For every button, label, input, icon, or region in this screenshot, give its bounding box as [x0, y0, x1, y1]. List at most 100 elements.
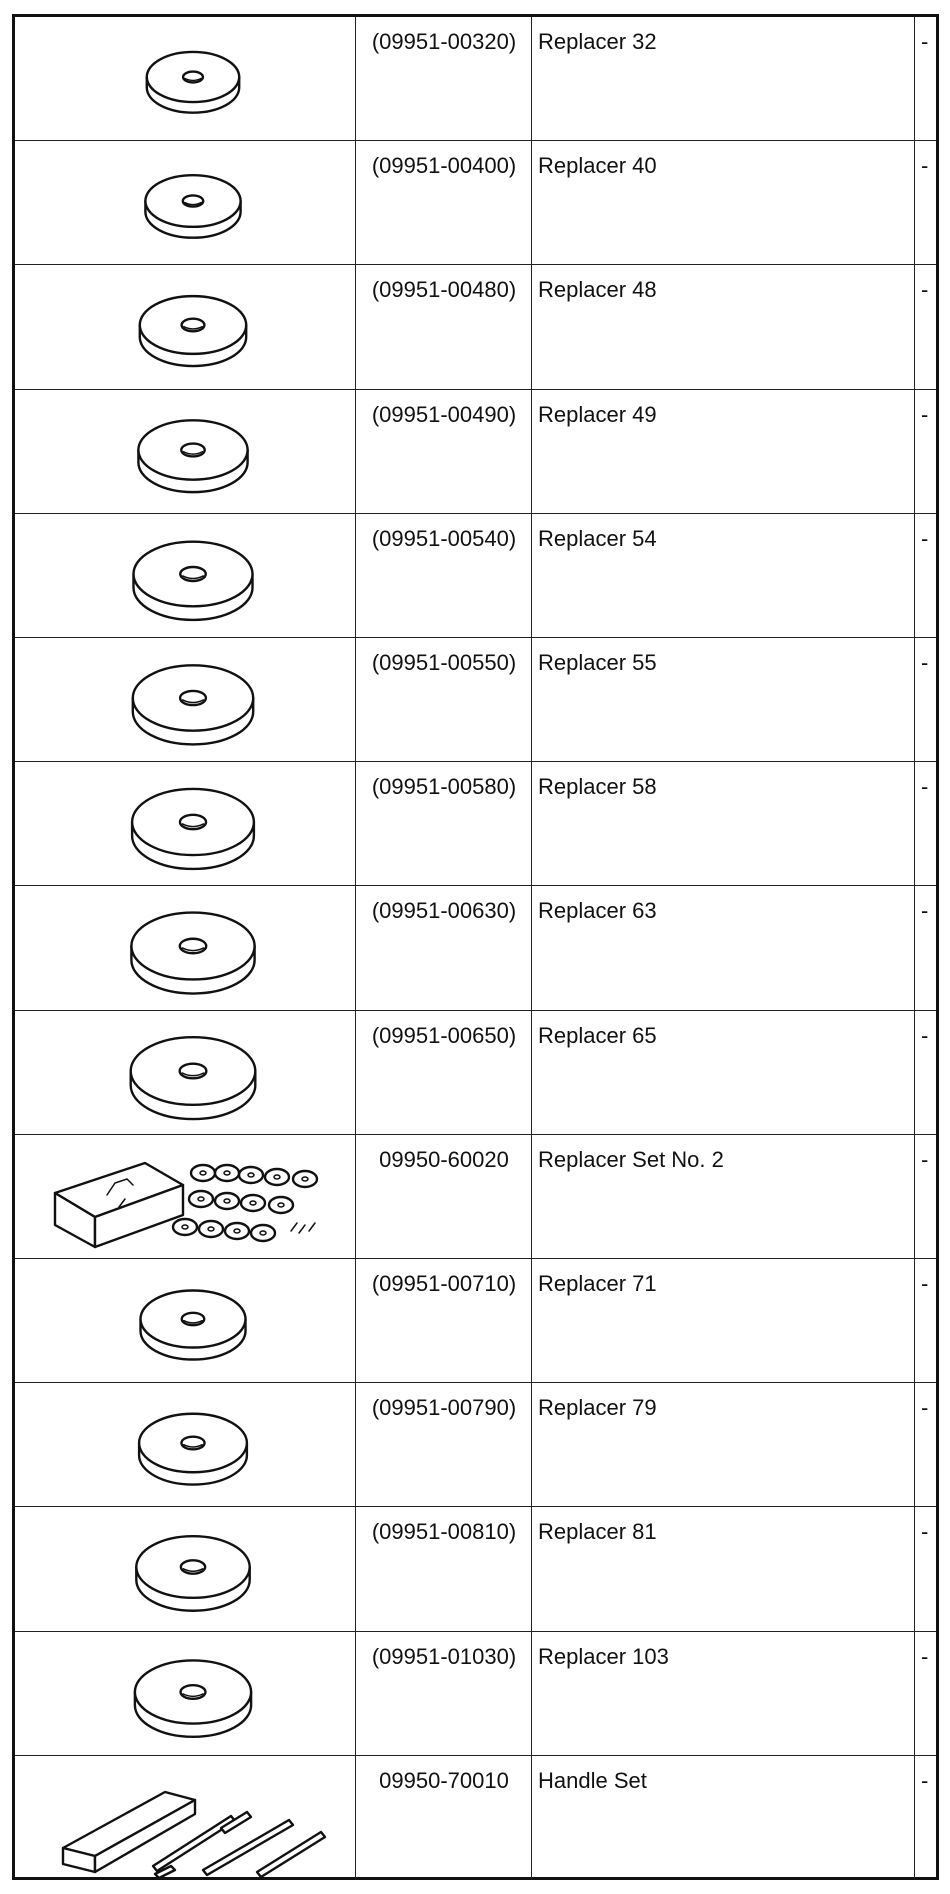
- tool-illustration: [130, 911, 256, 996]
- table-row: (09951-00490) Replacer 49 -: [15, 389, 936, 514]
- replacer-disc-icon: [131, 664, 255, 746]
- part-number: (09951-00550): [371, 650, 517, 675]
- replacer-disc-icon: [138, 295, 248, 368]
- tool-image-cell: [15, 17, 356, 141]
- tool-illustration: [130, 787, 256, 871]
- tool-note: -: [921, 650, 929, 675]
- replacer-disc-icon: [132, 540, 254, 621]
- tool-name: Replacer 79: [538, 1395, 657, 1421]
- table-row: (09951-00580) Replacer 58 -: [15, 762, 936, 887]
- tool-image-cell: [15, 513, 356, 637]
- tool-note: -: [921, 29, 929, 54]
- special-tools-table: (09951-00320) Replacer 32 - (09951-00400) R…: [12, 14, 939, 1880]
- tool-image-cell: [15, 638, 356, 762]
- tool-note: -: [921, 1146, 929, 1172]
- part-number: (09951-00810): [371, 1519, 517, 1545]
- part-number: (09951-01030): [371, 1643, 517, 1669]
- tool-image-cell: [15, 1134, 356, 1258]
- part-number: (09951-00580): [371, 774, 517, 800]
- tool-illustration: [133, 1658, 253, 1738]
- tool-image-cell: [15, 1755, 356, 1880]
- tool-note: -: [921, 774, 929, 800]
- tool-image-cell: [15, 1010, 356, 1134]
- tool-illustration: [139, 1289, 247, 1361]
- tool-name: Replacer 55: [538, 650, 657, 675]
- replacer-set-case-icon: [53, 1161, 319, 1248]
- table-row: (09951-00480) Replacer 48 -: [15, 265, 936, 390]
- tool-note: -: [921, 401, 929, 427]
- part-number: (09951-00400): [371, 153, 517, 179]
- tool-illustration: [61, 1790, 327, 1879]
- replacer-disc-icon: [133, 1658, 253, 1738]
- tool-name: Replacer 32: [538, 29, 657, 54]
- part-number: (09951-00790): [371, 1395, 517, 1421]
- replacer-disc-icon: [144, 174, 242, 240]
- table-row: (09951-00650) Replacer 65 -: [15, 1010, 936, 1135]
- table-row: (09951-00810) Replacer 81 -: [15, 1507, 936, 1632]
- tool-illustration: [53, 1161, 319, 1248]
- tool-note: -: [921, 525, 929, 551]
- part-number: 09950-60020: [379, 1146, 509, 1172]
- table-row: (09951-00400)Replacer 40-: [15, 141, 936, 266]
- tool-name: Replacer 71: [538, 1271, 657, 1296]
- tool-name: Handle Set: [538, 1767, 647, 1793]
- part-number: 09950-70010: [379, 1767, 509, 1793]
- tool-name: Replacer 48: [538, 277, 657, 303]
- tool-name: Replacer 40: [538, 153, 657, 179]
- tool-illustration: [131, 664, 255, 746]
- part-number: (09951-00480): [371, 277, 517, 303]
- part-number: (09951-00710): [371, 1271, 517, 1296]
- replacer-disc-icon: [139, 1289, 247, 1361]
- tool-name: Replacer 49: [538, 401, 657, 427]
- tool-image-cell: [15, 762, 356, 886]
- tool-illustration: [137, 418, 249, 493]
- tool-illustration: [144, 174, 242, 240]
- tool-name: Replacer Set No. 2: [538, 1146, 724, 1172]
- tool-illustration: [129, 1035, 257, 1120]
- tool-image-cell: [15, 1631, 356, 1755]
- tool-name: Replacer 65: [538, 1022, 657, 1048]
- tool-note: -: [921, 1022, 929, 1048]
- tool-image-cell: [15, 1383, 356, 1507]
- part-number: (09951-00650): [371, 1022, 517, 1048]
- tool-name: Replacer 54: [538, 525, 657, 551]
- tool-name: Replacer 81: [538, 1519, 657, 1545]
- replacer-disc-icon: [129, 1035, 257, 1120]
- tool-note: -: [921, 898, 929, 924]
- replacer-disc-icon: [145, 50, 241, 114]
- tool-illustration: [135, 1535, 251, 1613]
- tool-name: Replacer 63: [538, 898, 657, 924]
- replacer-disc-icon: [130, 911, 256, 996]
- tool-note: -: [921, 1395, 929, 1421]
- table-row: (09951-00790) Replacer 79 -: [15, 1383, 936, 1508]
- tool-image-cell: [15, 265, 356, 389]
- tool-illustration: [137, 1412, 249, 1486]
- part-number: (09951-00320): [371, 29, 517, 54]
- tool-illustration: [145, 50, 241, 114]
- part-number: (09951-00630): [371, 898, 517, 924]
- replacer-disc-icon: [137, 418, 249, 493]
- tool-note: -: [921, 277, 929, 303]
- table-row: (09951-01030) Replacer 103 -: [15, 1631, 936, 1756]
- tool-image-cell: [15, 389, 356, 513]
- table-row: (09951-00630) Replacer 63 -: [15, 886, 936, 1011]
- tool-name: Replacer 58: [538, 774, 657, 800]
- tool-image-cell: [15, 1259, 356, 1383]
- tool-note: -: [921, 1519, 929, 1545]
- table-row: (09951-00540) Replacer 54 -: [15, 513, 936, 638]
- tool-illustration: [132, 540, 254, 621]
- replacer-disc-icon: [135, 1535, 251, 1613]
- replacer-disc-icon: [137, 1412, 249, 1486]
- tool-name: Replacer 103: [538, 1643, 669, 1669]
- tool-illustration: [138, 295, 248, 368]
- table-row: (09951-00710) Replacer 71 -: [15, 1259, 936, 1384]
- tool-image-cell: [15, 141, 356, 265]
- table-row: 09950-60020 Replacer Set No. 2 -: [15, 1134, 936, 1259]
- tool-note: -: [921, 1643, 929, 1669]
- part-number: (09951-00540): [371, 525, 517, 551]
- tool-note: -: [921, 1271, 929, 1296]
- part-number: (09951-00490): [371, 401, 517, 427]
- tool-image-cell: [15, 886, 356, 1010]
- table-row: (09951-00550) Replacer 55 -: [15, 638, 936, 763]
